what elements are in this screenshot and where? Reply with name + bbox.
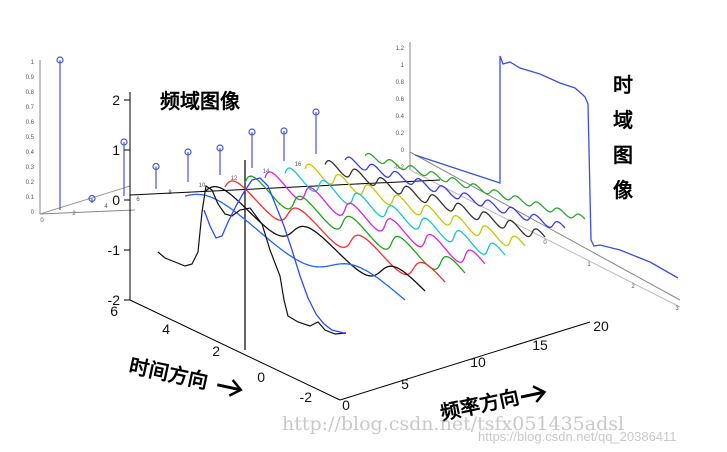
freq-direction-arrowhead [532,385,547,403]
freq-tick-label: 5 [401,376,409,392]
time-tick-label: 6 [110,303,118,319]
harmonic-wave [344,156,566,229]
left-inset-y-tick: 0.3 [26,165,35,171]
time-domain-char: 图 [613,143,633,167]
harmonic-wave [224,180,446,283]
right-inset-y-tick: 0.6 [396,97,405,103]
harmonic-wave [284,167,506,256]
right-inset-x-tick: 0 [543,240,547,246]
freq-tick-label: 20 [593,318,609,334]
time-axis-line [129,299,341,401]
right-inset-bottom-edge [409,169,681,308]
left-inset-y-tick: 0.8 [26,90,35,96]
stem-marker [88,194,96,203]
left-inset-x-tick: 6 [136,197,140,203]
left-inset-y-tick: 0.4 [26,150,35,156]
left-inset-x-tick: 12 [231,176,238,182]
time-domain-label: 时 域 图 像 [613,73,634,202]
left-inset-x-tick: 16 [295,162,302,168]
left-inset-y-tick: 0.1 [26,195,35,201]
right-inset-y-tick: 0.2 [396,131,405,137]
right-inset-x-tick: 3 [675,306,679,312]
left-inset-baseline [39,185,131,215]
left-inset-x-tick: 2 [72,211,76,217]
harmonic-wave [324,160,546,238]
right-inset-y-tick: 1.2 [396,46,405,52]
left-inset-y-tick: 0 [31,210,35,216]
right-inset-x-tick: 2 [631,284,635,290]
harmonic-wave [364,152,586,220]
z-axis-ticks: 2 1 0 -1 -2 [108,92,130,308]
harmonic-wave [184,193,406,301]
watermark-main: http://blog.csdn.net/tsfx051435adsl [282,413,624,435]
stem-marker [184,148,192,156]
time-tick-label: 0 [257,369,265,385]
left-inset-stems [56,56,320,210]
time-axis-ticks: 6 4 2 0 -2 [110,303,312,405]
right-inset-y-ticks: 1.210.80.60.40.20-0.2 [394,46,405,171]
right-inset-y-tick: 0 [401,148,405,154]
left-inset-y-tick: 0.5 [26,135,35,141]
harmonic-wave [304,163,526,247]
freq-tick-label: 0 [342,397,350,413]
freq-direction-arrow [520,391,543,399]
time-tick-label: -2 [300,389,313,405]
time-tick-label: 2 [212,343,220,359]
left-inset-x-tick: 14 [263,169,270,175]
z-tick-label: 1 [112,142,120,158]
stem-marker [216,144,224,152]
time-domain-char: 时 [613,73,633,97]
harmonic-waves [184,152,586,301]
left-inset-stem-plot: 10.90.80.70.60.50.40.30.20.10 0246810121… [26,56,320,224]
left-inset-y-tick: 0.2 [26,180,35,186]
right-inset-x-axis [409,151,681,301]
stem-marker [152,162,160,171]
time-direction-arrow [216,383,240,391]
stem-marker [280,127,288,135]
stem-marker [120,138,128,146]
left-inset-y-tick: 0.6 [26,120,35,126]
right-inset-y-tick: 0.8 [396,80,405,86]
left-inset-y-ticks: 1 0.9 0.8 0.7 0.6 0.5 0.4 0.3 0.2 0.1 0 [26,60,35,216]
time-domain-char: 域 [613,108,633,132]
composite-blue-curve [203,177,345,334]
stem-marker [56,56,64,64]
left-inset-x-tick: 4 [104,204,108,210]
z-tick-label: -1 [108,242,121,258]
z-tick-label: 0 [112,192,120,208]
watermark-sub: https://blog.csdn.net/qq_20386411 [478,429,677,444]
freq-tick-label: 15 [532,337,548,353]
stem-marker [312,108,320,116]
freq-axis-ticks: 0 5 10 15 20 [342,318,609,413]
left-inset-y-tick: 0.7 [26,105,35,111]
right-inset-y-tick: 0.4 [396,114,405,120]
z-tick-label: -2 [108,292,121,308]
left-inset-x-tick: 10 [199,183,206,189]
freq-domain-label: 频域图像 [160,89,241,113]
left-inset-x-axis [39,209,136,215]
time-direction-label: 时间方向 [127,353,243,397]
z-tick-label: 2 [112,92,120,108]
square-wave-curve [414,55,679,279]
time-tick-label: 4 [162,321,170,337]
time-direction-text: 时间方向 [127,353,210,393]
right-inset-x-ticks: 0 1 2 3 [543,240,679,312]
time-direction-arrowhead [228,379,243,397]
composite-black-curve [157,184,347,335]
left-inset-y-tick: 1 [31,60,35,66]
zero-plane-line [129,179,441,196]
left-inset-y-tick: 0.9 [26,75,35,81]
freq-axis-line [339,321,591,401]
stem-marker [248,128,256,136]
right-inset-y-tick: 1 [401,63,405,69]
left-inset-x-tick: 0 [40,218,44,224]
right-inset-x-tick: 1 [587,262,591,268]
freq-tick-label: 10 [470,354,486,370]
time-domain-char: 像 [613,178,634,202]
